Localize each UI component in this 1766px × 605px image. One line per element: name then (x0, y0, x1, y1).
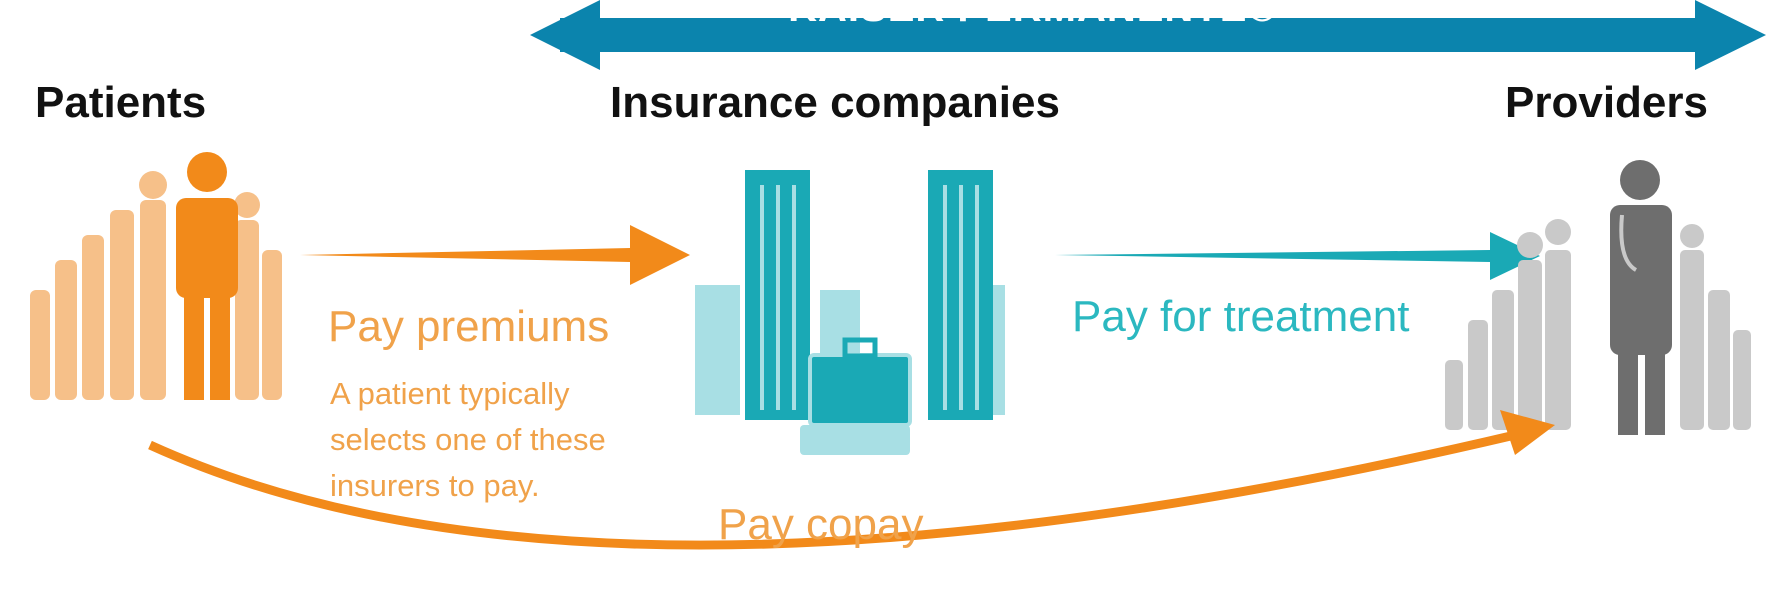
heading-patients: Patients (35, 78, 207, 127)
treatment-arrow (1055, 232, 1540, 280)
kaiser-span-arrow (530, 0, 1766, 70)
premiums-arrow (300, 225, 690, 285)
note-line-2: selects one of these (330, 422, 606, 457)
buildings-briefcase-icon (695, 170, 1005, 455)
doctor-group-icon (1445, 160, 1751, 435)
label-pay-premiums: Pay premiums (328, 302, 610, 351)
brand-name: KAISER PERMANENTE® (788, 0, 1278, 30)
label-pay-treatment: Pay for treatment (1072, 292, 1410, 341)
label-pay-copay: Pay copay (718, 500, 924, 549)
heading-insurance: Insurance companies (610, 78, 1060, 127)
people-icon (30, 152, 282, 400)
heading-providers: Providers (1505, 78, 1708, 127)
note-line-1: A patient typically (330, 376, 570, 411)
note-line-3: insurers to pay. (330, 468, 540, 503)
copay-arrow (148, 410, 1555, 550)
